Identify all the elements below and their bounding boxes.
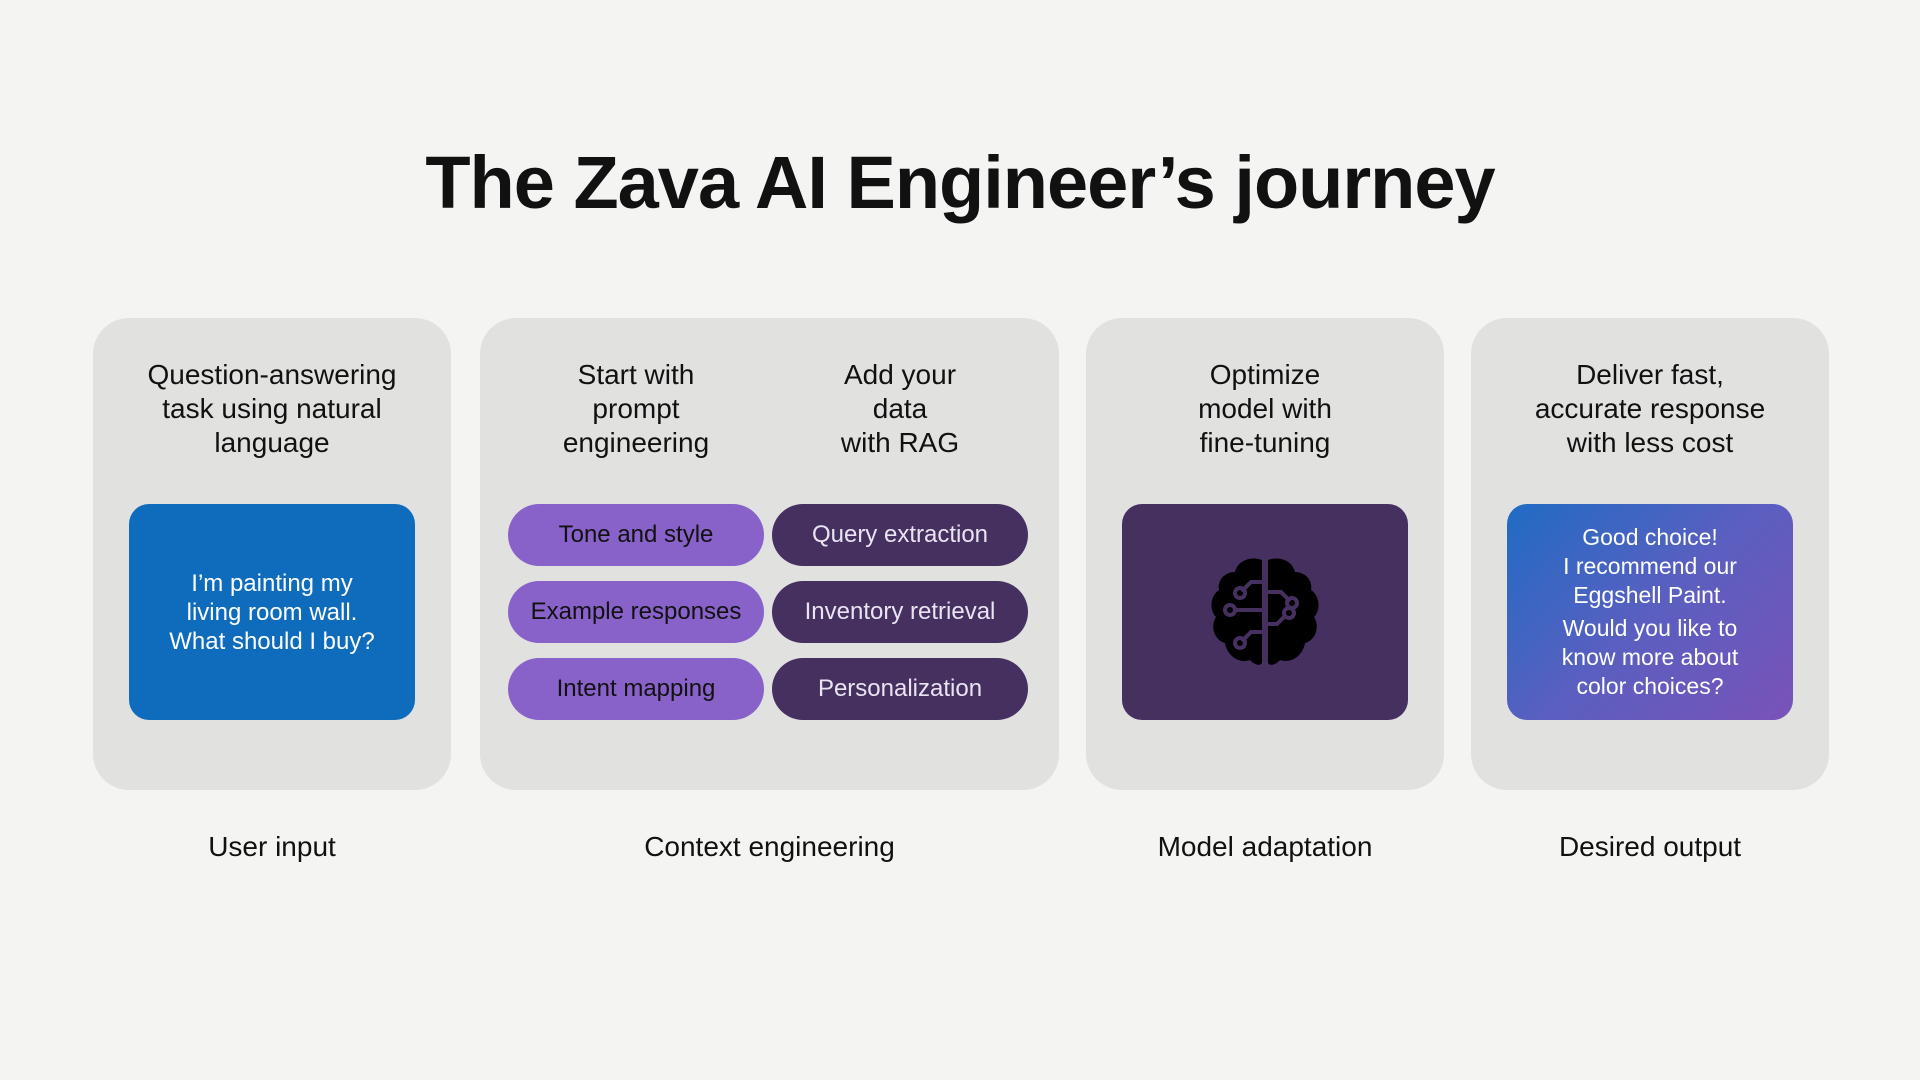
context-engineering-caption: Context engineering (644, 831, 895, 862)
response-text-part-2: Would you like to know more about color … (1561, 615, 1739, 699)
rag-item-label: Personalization (817, 675, 983, 702)
rag-item-inventory-retrieval: Inventory retrieval (772, 581, 1028, 643)
rag-heading: Add your data with RAG (840, 359, 960, 458)
prompt-item-tone-and-style: Tone and style (508, 504, 764, 566)
model-adaptation-heading: Optimize model with fine-tuning (1198, 359, 1332, 458)
model-adaptation-caption: Model adaptation (1157, 831, 1373, 862)
context-engineering-card: Start with prompt engineering Add your d… (480, 318, 1059, 790)
user-input-heading: Question-answering task using natural la… (147, 359, 397, 458)
prompt-item-label: Example responses (530, 598, 742, 625)
prompt-item-label: Intent mapping (556, 675, 716, 702)
page-title: The Zava AI Engineer’s journey (425, 141, 1495, 224)
response-text-part-1: Good choice! I recommend our Eggshell Pa… (1563, 524, 1737, 608)
desired-output-caption: Desired output (1558, 831, 1742, 862)
desired-output-heading: Deliver fast, accurate response with les… (1534, 359, 1766, 458)
prompt-item-intent-mapping: Intent mapping (508, 658, 764, 720)
rag-item-label: Inventory retrieval (804, 598, 996, 625)
model-adaptation-card: Optimize model with fine-tuning (1086, 318, 1444, 790)
desired-output-card: Deliver fast, accurate response with les… (1471, 318, 1829, 790)
user-input-card: Question-answering task using natural la… (93, 318, 451, 790)
model-box (1122, 504, 1408, 720)
rag-item-personalization: Personalization (772, 658, 1028, 720)
response-box: Good choice! I recommend our Eggshell Pa… (1507, 504, 1793, 720)
rag-item-label: Query extraction (811, 521, 989, 548)
prompt-engineering-heading: Start with prompt engineering (562, 359, 710, 458)
prompt-item-example-responses: Example responses (508, 581, 764, 643)
user-question-text: I’m painting my living room wall. What s… (169, 569, 375, 655)
user-question-box: I’m painting my living room wall. What s… (129, 504, 415, 720)
prompt-item-label: Tone and style (558, 521, 714, 548)
brain-circuit-icon (1211, 558, 1319, 665)
rag-item-query-extraction: Query extraction (772, 504, 1028, 566)
user-input-caption: User input (208, 831, 336, 862)
